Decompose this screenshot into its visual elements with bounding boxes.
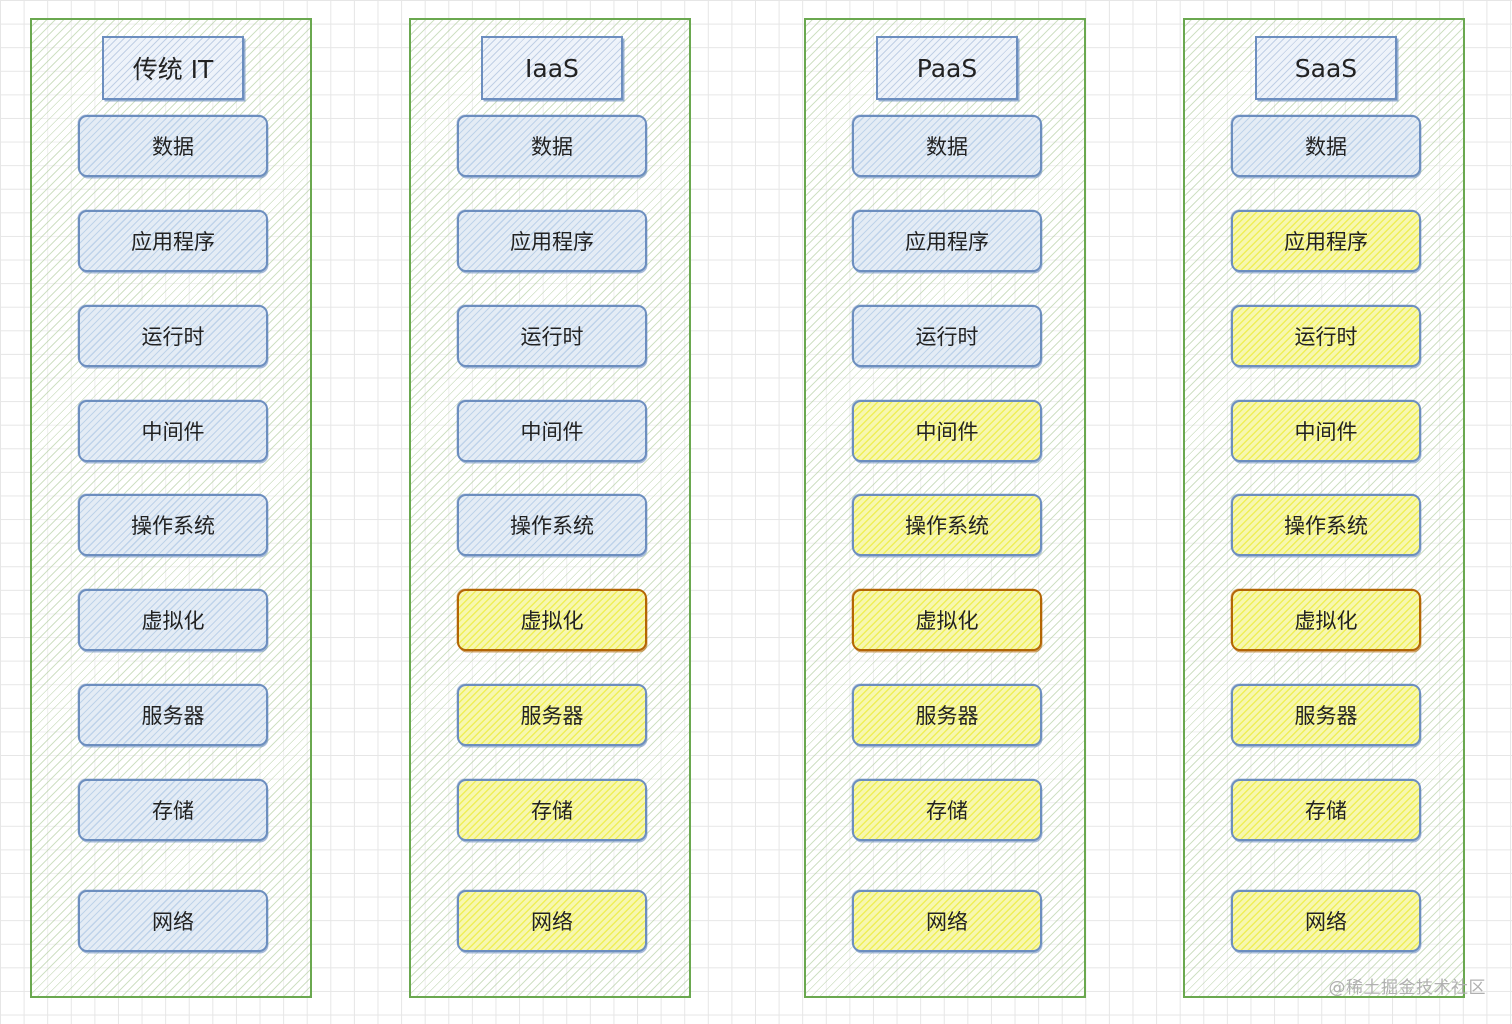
layer-box: 存储	[852, 779, 1042, 841]
layer-box: 存储	[78, 779, 268, 841]
layer-label: 应用程序	[1284, 230, 1368, 254]
layer-box: 中间件	[852, 400, 1042, 462]
layer-box: 操作系统	[78, 494, 268, 556]
column-title: 传统 IT	[102, 36, 244, 100]
layer-label: 虚拟化	[520, 609, 584, 633]
layer-label: 应用程序	[905, 230, 989, 254]
column-title: IaaS	[481, 36, 623, 100]
layer-box: 服务器	[457, 684, 647, 746]
layer-box: 网络	[457, 890, 647, 952]
column-title: PaaS	[876, 36, 1018, 100]
layer-box: 运行时	[852, 305, 1042, 367]
column-title: SaaS	[1255, 36, 1397, 100]
layer-box: 数据	[852, 115, 1042, 177]
layer-label: 服务器	[141, 704, 205, 728]
layer-label: 运行时	[915, 325, 979, 349]
layer-label: 操作系统	[510, 514, 594, 538]
column-traditional-it: 传统 IT 数据应用程序运行时中间件操作系统虚拟化服务器存储网络	[30, 18, 312, 998]
layer-box: 网络	[1231, 890, 1421, 952]
layer-box: 网络	[852, 890, 1042, 952]
column-saas: SaaS 数据应用程序运行时中间件操作系统虚拟化服务器存储网络	[1183, 18, 1465, 998]
layer-label: 服务器	[1294, 704, 1358, 728]
layer-box: 虚拟化	[457, 589, 647, 651]
layer-label: 操作系统	[1284, 514, 1368, 538]
layer-label: 虚拟化	[141, 609, 205, 633]
layer-label: 运行时	[1294, 325, 1358, 349]
layer-label: 存储	[926, 799, 968, 823]
layer-box: 服务器	[78, 684, 268, 746]
layer-box: 应用程序	[78, 210, 268, 272]
layer-label: 存储	[531, 799, 573, 823]
layer-box: 存储	[1231, 779, 1421, 841]
layer-label: 服务器	[915, 704, 979, 728]
layer-label: 网络	[531, 910, 573, 934]
layer-box: 网络	[78, 890, 268, 952]
layer-box: 数据	[457, 115, 647, 177]
layer-box: 服务器	[852, 684, 1042, 746]
layer-label: 中间件	[520, 420, 584, 444]
layer-label: 存储	[152, 799, 194, 823]
layer-label: 网络	[152, 910, 194, 934]
layer-label: 应用程序	[131, 230, 215, 254]
layer-label: 网络	[926, 910, 968, 934]
layer-box: 应用程序	[457, 210, 647, 272]
watermark: @稀土掘金技术社区	[1328, 978, 1486, 998]
layer-box: 虚拟化	[78, 589, 268, 651]
layer-label: 操作系统	[905, 514, 989, 538]
layer-label: 数据	[152, 135, 194, 159]
layer-box: 中间件	[457, 400, 647, 462]
layer-label: 中间件	[141, 420, 205, 444]
layer-box: 应用程序	[1231, 210, 1421, 272]
layer-label: 中间件	[1294, 420, 1358, 444]
layer-label: 运行时	[520, 325, 584, 349]
layer-box: 操作系统	[1231, 494, 1421, 556]
layer-box: 运行时	[457, 305, 647, 367]
layer-box: 应用程序	[852, 210, 1042, 272]
column-iaas: IaaS 数据应用程序运行时中间件操作系统虚拟化服务器存储网络	[409, 18, 691, 998]
layer-label: 存储	[1305, 799, 1347, 823]
layer-label: 网络	[1305, 910, 1347, 934]
layer-label: 虚拟化	[915, 609, 979, 633]
layer-label: 运行时	[141, 325, 205, 349]
layer-label: 应用程序	[510, 230, 594, 254]
layer-label: 中间件	[915, 420, 979, 444]
layer-box: 服务器	[1231, 684, 1421, 746]
layer-box: 中间件	[78, 400, 268, 462]
layer-box: 数据	[78, 115, 268, 177]
layer-label: 服务器	[520, 704, 584, 728]
layer-label: 数据	[531, 135, 573, 159]
layer-label: 虚拟化	[1294, 609, 1358, 633]
layer-box: 运行时	[1231, 305, 1421, 367]
layer-box: 虚拟化	[852, 589, 1042, 651]
layer-label: 数据	[1305, 135, 1347, 159]
layer-box: 中间件	[1231, 400, 1421, 462]
layer-box: 操作系统	[852, 494, 1042, 556]
layer-box: 虚拟化	[1231, 589, 1421, 651]
layer-label: 操作系统	[131, 514, 215, 538]
layer-box: 操作系统	[457, 494, 647, 556]
layer-box: 运行时	[78, 305, 268, 367]
layer-box: 存储	[457, 779, 647, 841]
layer-label: 数据	[926, 135, 968, 159]
layer-box: 数据	[1231, 115, 1421, 177]
column-paas: PaaS 数据应用程序运行时中间件操作系统虚拟化服务器存储网络	[804, 18, 1086, 998]
